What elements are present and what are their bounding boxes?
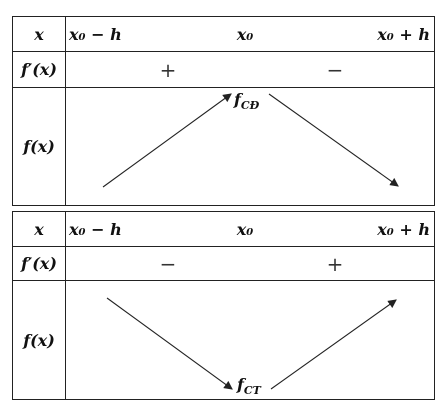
- x-right-value: x₀ + h: [377, 219, 430, 239]
- x-row-label: x: [34, 219, 44, 239]
- maximum-value-label: fCĐ: [234, 90, 260, 113]
- derivative-row-label: f′(x): [21, 254, 57, 273]
- increasing-arrow: [102, 93, 232, 188]
- x-left-value: x₀ − h: [69, 24, 122, 44]
- minimum-value-label: fCT: [237, 375, 261, 398]
- increasing-arrow: [270, 299, 397, 390]
- row-divider: [13, 51, 434, 52]
- row-divider: [13, 87, 434, 88]
- decreasing-arrow: [268, 93, 399, 187]
- variation-table-maximum: x x₀ − h x₀ x₀ + h f′(x) + − f(x) fCĐ: [12, 16, 435, 206]
- x-row-label: x: [34, 24, 44, 44]
- derivative-row-label: f′(x): [21, 60, 57, 79]
- variation-arrows: [102, 93, 399, 188]
- x-right-value: x₀ + h: [377, 24, 430, 44]
- derivative-sign-left: +: [159, 57, 177, 82]
- row-divider: [13, 280, 434, 281]
- x-left-value: x₀ − h: [69, 219, 122, 239]
- label-column-divider: [65, 212, 66, 399]
- row-divider: [13, 246, 434, 247]
- x-critical-value: x₀: [236, 24, 254, 44]
- variation-table-minimum: x x₀ − h x₀ x₀ + h f′(x) − + f(x) fCT: [12, 211, 435, 400]
- decreasing-arrow: [106, 297, 233, 390]
- function-row-label: f(x): [23, 137, 55, 156]
- label-column-divider: [65, 17, 66, 205]
- x-critical-value: x₀: [236, 219, 254, 239]
- function-row-label: f(x): [23, 330, 55, 350]
- derivative-sign-right: −: [326, 57, 344, 82]
- derivative-sign-left: −: [159, 251, 177, 276]
- derivative-sign-right: +: [326, 251, 344, 276]
- variation-arrows: [106, 297, 397, 390]
